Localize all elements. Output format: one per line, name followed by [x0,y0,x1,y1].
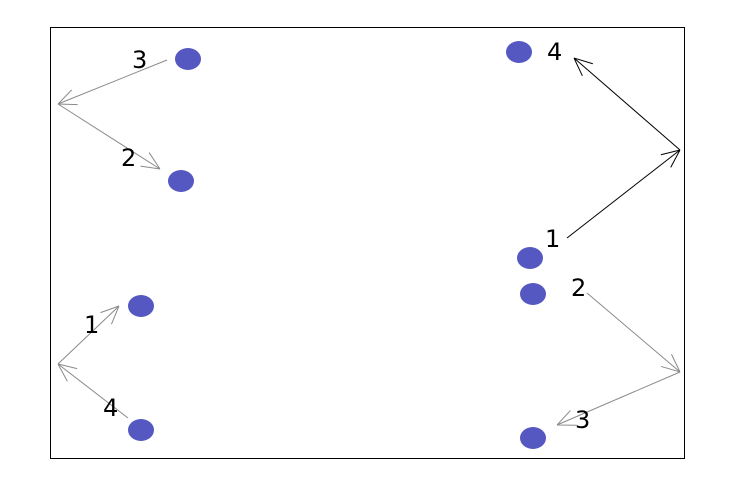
dot-top-left-b [168,170,194,192]
arrow-bottom-right-3 [557,371,681,425]
label-bottom-left-4: 4 [103,394,118,422]
dot-top-right-b [517,247,543,269]
arrow-bottom-right-2 [586,292,680,372]
arrow-top-left-2 [57,103,160,169]
arrow-bottom-left-1 [57,306,119,365]
dot-top-left-a [175,48,201,70]
label-bottom-right-3: 3 [575,406,590,434]
dot-bottom-right-b [520,427,546,449]
label-bottom-left-1: 1 [84,311,99,339]
dot-bottom-left-a [128,295,154,317]
arrow-top-right-1 [566,150,680,239]
arrow-top-right-4 [574,58,681,151]
dot-bottom-left-b [128,419,154,441]
arrow-bottom-left-4 [58,364,129,419]
label-top-left-3: 3 [132,46,147,74]
dot-top-right-a [506,41,532,63]
label-top-left-2: 2 [121,144,136,172]
diagram-frame [50,27,685,459]
label-top-right-4: 4 [547,38,562,66]
arrow-top-left-3 [58,59,168,104]
label-top-right-1: 1 [545,225,560,253]
dot-bottom-right-a [520,283,546,305]
label-bottom-right-2: 2 [571,274,586,302]
